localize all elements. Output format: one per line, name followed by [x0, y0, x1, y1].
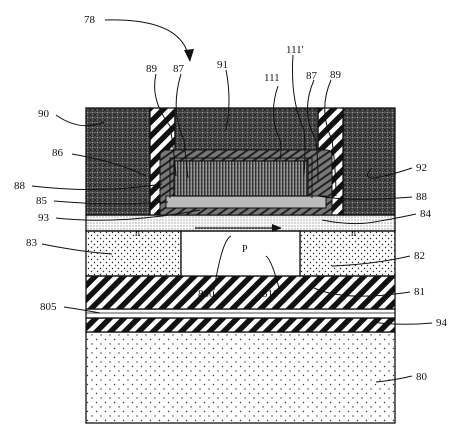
substrate-80 — [85, 331, 396, 424]
layer-81 — [85, 275, 396, 310]
label-80: 80 — [416, 371, 428, 383]
channel-arrowhead — [272, 224, 282, 232]
label-81: 81 — [414, 286, 425, 298]
label-91: 91 — [217, 59, 228, 71]
label-85: 85 — [36, 195, 48, 207]
label-83: 83 — [26, 237, 38, 249]
label-86: 86 — [52, 147, 64, 159]
label-111: 111 — [264, 72, 280, 84]
dielectric-92 — [342, 107, 396, 216]
label-89-left: 89 — [146, 63, 158, 75]
n-right-label: n — [351, 228, 356, 239]
p-body-region — [180, 230, 301, 277]
label-810: 810 — [262, 288, 279, 300]
liner-111 — [169, 157, 313, 198]
label-84: 84 — [420, 208, 432, 220]
leader-lines — [31, 19, 433, 383]
label-800: 800 — [198, 288, 215, 300]
label-88-left: 88 — [14, 180, 26, 192]
label-90: 90 — [38, 108, 50, 120]
label-82: 82 — [414, 250, 425, 262]
gate-86 — [173, 160, 309, 197]
label-92: 92 — [416, 162, 427, 174]
layer-805 — [85, 308, 396, 319]
p-label: P — [242, 244, 248, 255]
label-78: 78 — [84, 14, 96, 26]
label-93: 93 — [38, 212, 50, 224]
label-88-right: 88 — [416, 191, 428, 203]
layer-85 — [165, 195, 327, 209]
label-87-right: 87 — [306, 70, 318, 82]
label-89-right: 89 — [330, 69, 342, 81]
label-111-prime: 111' — [286, 44, 304, 56]
dielectric-90 — [85, 107, 151, 216]
layer-94 — [85, 317, 396, 333]
label-87-left: 87 — [173, 63, 185, 75]
reference-numerals: 78 89 87 91 111' 111 87 89 90 86 92 88 8… — [14, 14, 448, 383]
n-left-label: n — [135, 228, 140, 239]
label-94: 94 — [436, 317, 448, 329]
label-805: 805 — [40, 301, 57, 313]
region-82 — [299, 230, 396, 277]
